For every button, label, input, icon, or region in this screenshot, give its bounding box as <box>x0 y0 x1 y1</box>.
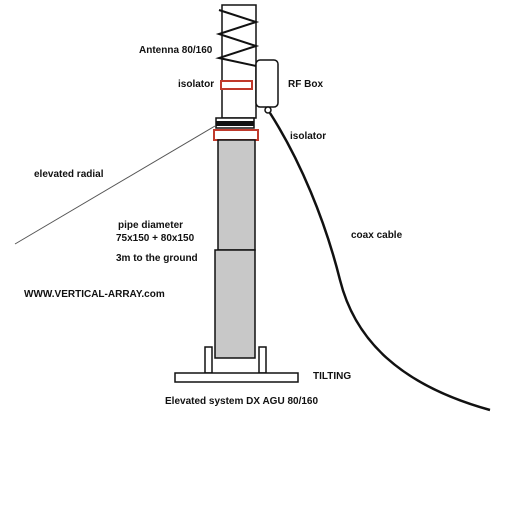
upper-pipe <box>217 139 256 251</box>
elevated-radial-label: elevated radial <box>34 169 104 180</box>
elevated-radial-wire <box>14 125 216 245</box>
isolator-top <box>220 80 253 90</box>
coax-cable-label: coax cable <box>351 230 403 241</box>
system-title-label: Elevated system DX AGU 80/160 <box>165 396 319 407</box>
pipe-sizes-label: 75x150 + 80x150 <box>116 233 195 244</box>
pipe-diameter-label: pipe diameter <box>118 220 184 231</box>
antenna-label: Antenna 80/160 <box>139 45 213 56</box>
website-label: WWW.VERTICAL-ARRAY.com <box>24 289 165 300</box>
tilting-bracket-left <box>204 346 213 374</box>
base-plate <box>174 372 299 383</box>
isolator-bottom-label: isolator <box>290 131 327 142</box>
rf-box-connector <box>264 106 272 114</box>
tilting-bracket-right <box>258 346 267 374</box>
isolator-top-label: isolator <box>178 79 215 90</box>
rf-box-label: RF Box <box>288 79 323 90</box>
isolator-bottom <box>213 129 259 141</box>
ground-height-label: 3m to the ground <box>116 253 198 264</box>
coax-cable <box>268 112 491 412</box>
lower-pipe <box>214 249 256 359</box>
tilting-label: TILTING <box>313 371 352 382</box>
rf-box <box>255 59 279 108</box>
clamp-band <box>216 121 254 126</box>
